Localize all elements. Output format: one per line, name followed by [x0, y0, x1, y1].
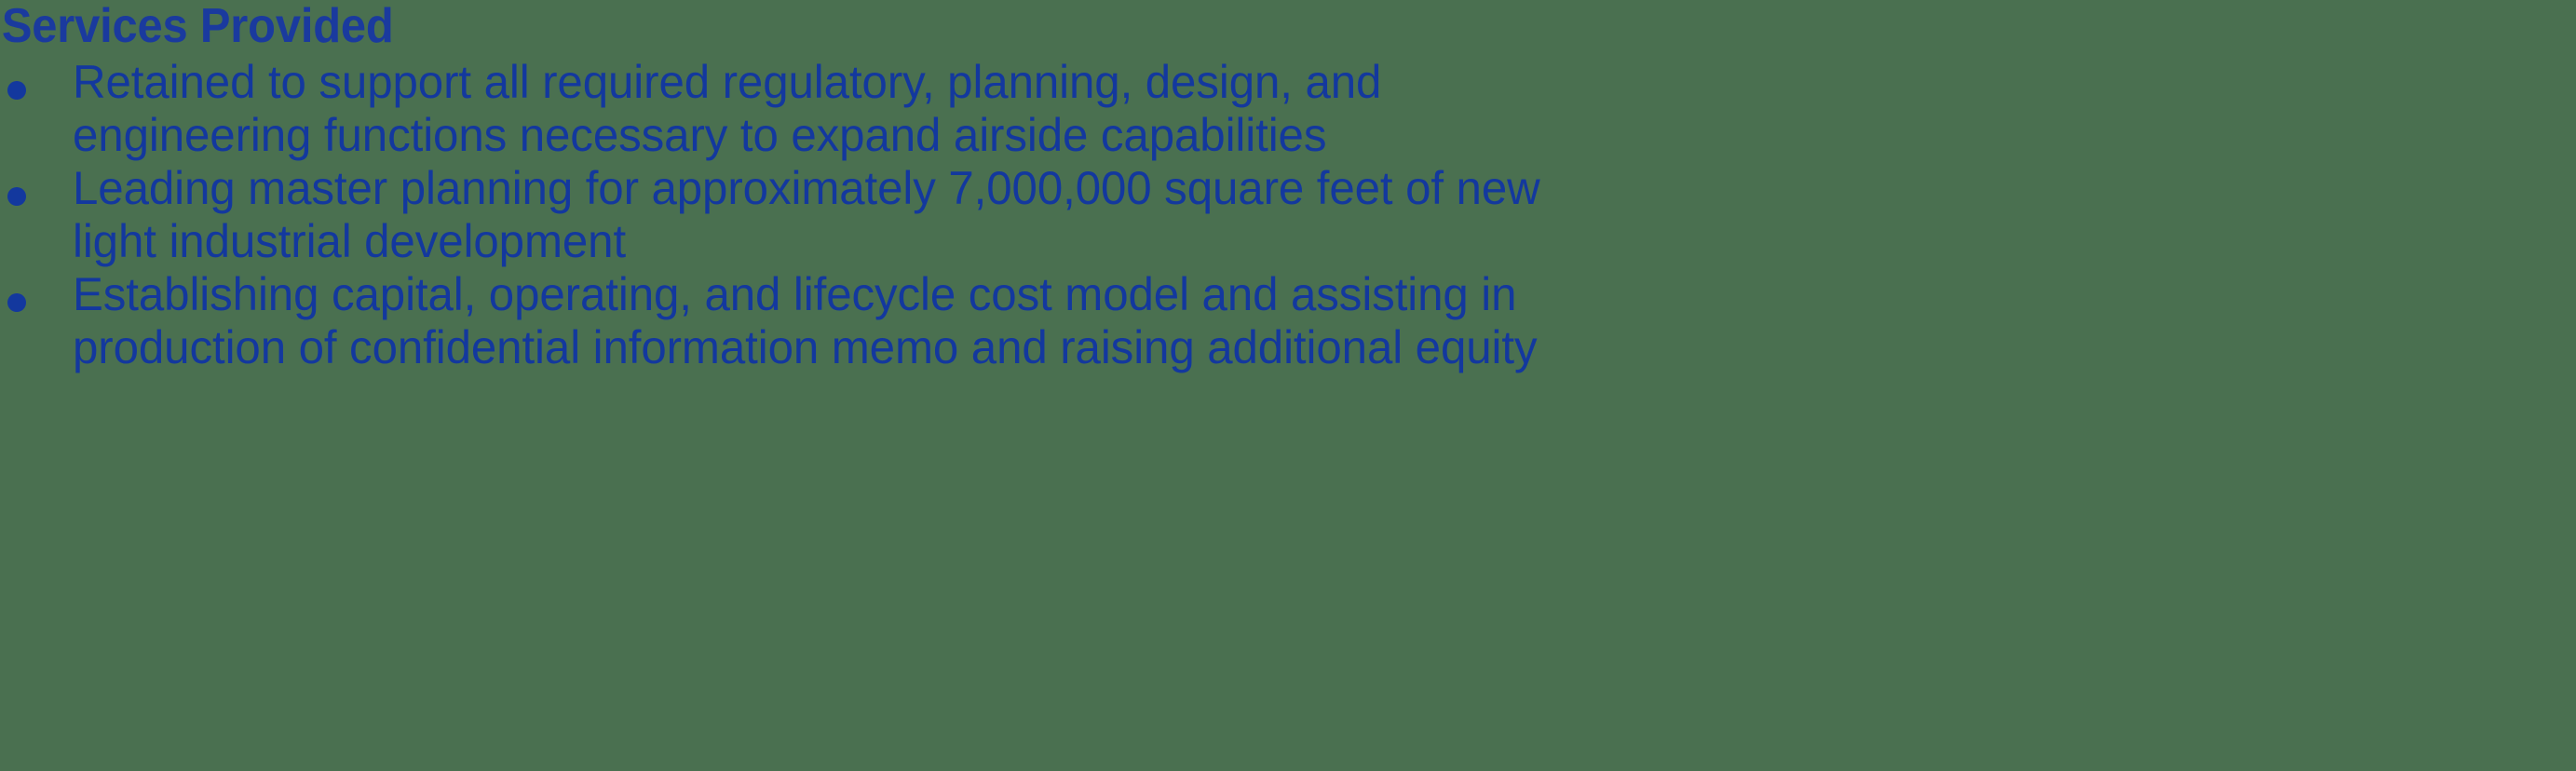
list-item-line: Leading master planning for approximatel…	[73, 162, 1540, 214]
bullet-dot-icon	[7, 268, 28, 321]
list-item-line: Establishing capital, operating, and lif…	[73, 268, 1517, 320]
page-title: Services Provided	[1, 0, 394, 53]
list-item: Retained to support all required regulat…	[0, 56, 2576, 162]
list-item-text: Establishing capital, operating, and lif…	[73, 268, 2476, 374]
list-item-line: engineering functions necessary to expan…	[73, 109, 1327, 161]
bullet-dot-icon	[7, 162, 28, 215]
list-item-text: Retained to support all required regulat…	[73, 56, 2476, 162]
bullet-dot-icon	[7, 56, 28, 109]
list-item-line: Retained to support all required regulat…	[73, 56, 1382, 108]
list-item-line: production of confidential information m…	[73, 321, 1538, 373]
list-item: Leading master planning for approximatel…	[0, 162, 2576, 268]
list-item-text: Leading master planning for approximatel…	[73, 162, 2476, 268]
list-item: Establishing capital, operating, and lif…	[0, 268, 2576, 374]
services-bullet-list: Retained to support all required regulat…	[0, 56, 2576, 374]
list-item-line: light industrial development	[73, 215, 627, 267]
